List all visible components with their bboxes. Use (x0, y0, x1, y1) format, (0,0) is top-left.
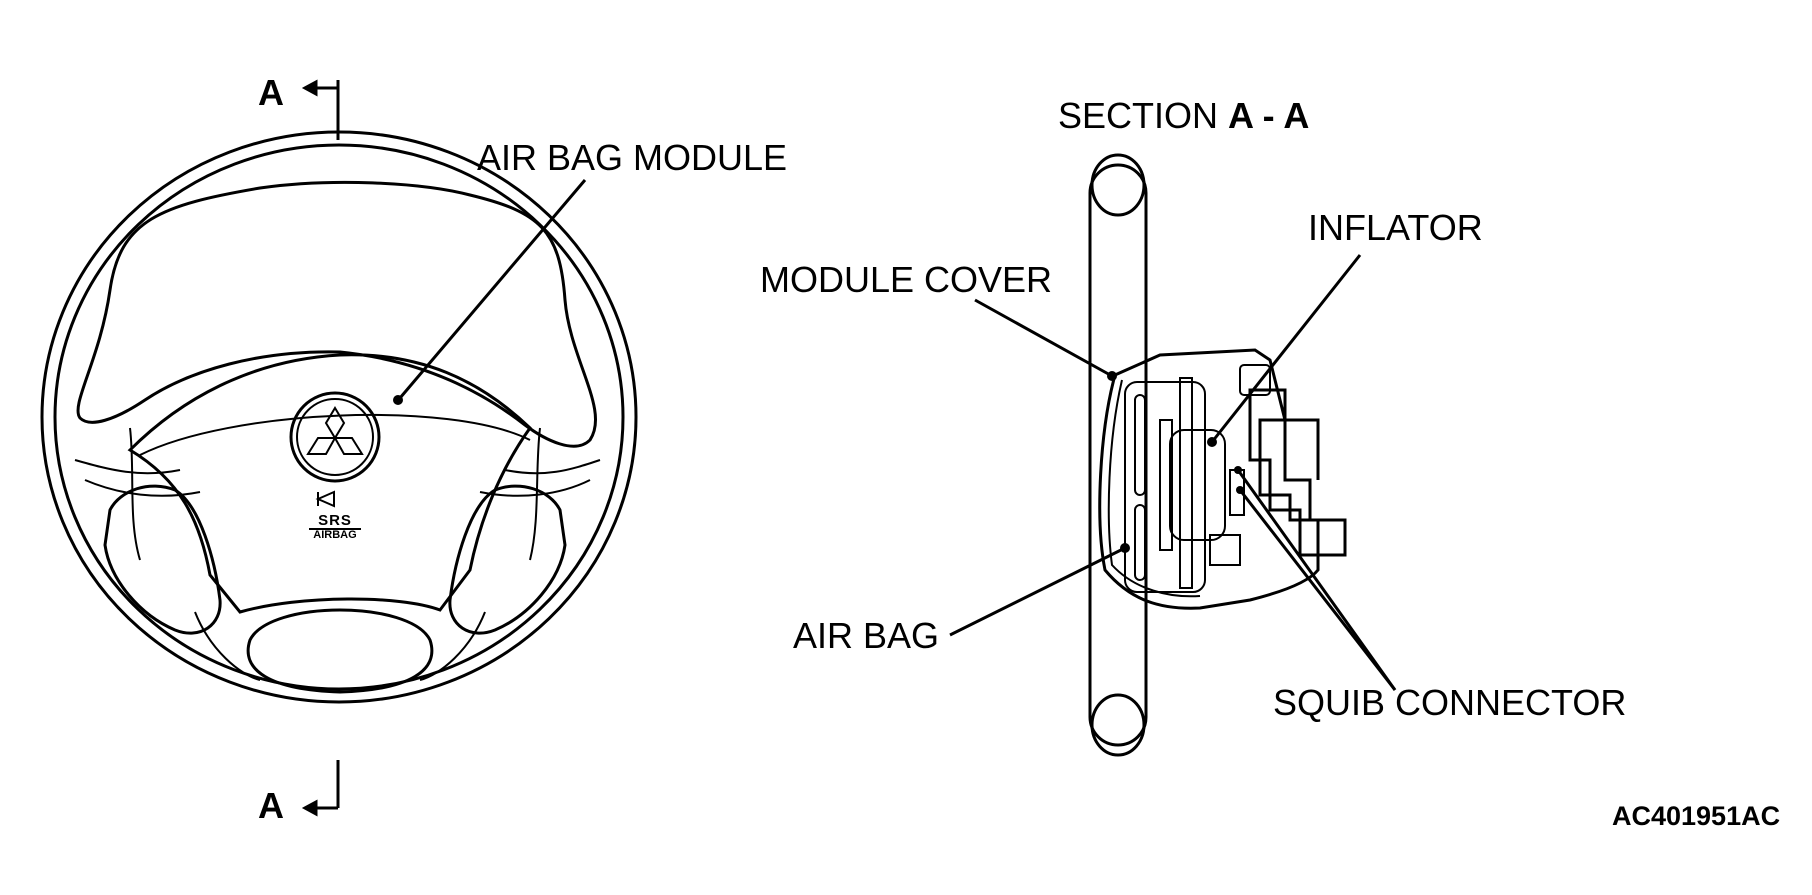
leader-squib-2 (1238, 489, 1397, 691)
leader-module-cover (974, 298, 1113, 378)
callout-squib-connector: SQUIB CONNECTOR (1273, 682, 1627, 723)
leader-squib-1 (1236, 469, 1397, 691)
section-marker-bottom: A (258, 785, 284, 826)
upper-opening (76, 180, 597, 448)
inflator-shape (1169, 429, 1226, 541)
callout-air-bag-module: AIR BAG MODULE (477, 137, 788, 178)
left-thumb-pocket (103, 484, 222, 635)
leader-airbag-module (398, 179, 587, 399)
srs-airbag-emblem: SRS AIRBAG (309, 513, 361, 541)
callout-inflator: INFLATOR (1308, 207, 1483, 248)
callout-air-bag: AIR BAG (793, 615, 940, 656)
section-title: SECTION A - A (1058, 98, 1309, 134)
rim-tube (1088, 163, 1148, 747)
wheel-rim-outer (40, 130, 638, 704)
leader-airbag (949, 546, 1126, 637)
airbag-fold (1124, 381, 1206, 593)
wheel-rim-inner (53, 143, 625, 691)
section-title-prefix: SECTION (1058, 95, 1229, 136)
section-marker-top: A (258, 72, 284, 113)
bottom-opening (246, 608, 434, 694)
figure-code: AC401951AC (1612, 801, 1781, 831)
mitsubishi-logo-icon (289, 391, 381, 483)
section-view (949, 153, 1397, 757)
leader-inflator (1210, 254, 1362, 443)
steering-wheel (40, 79, 638, 817)
airbag-text: AIRBAG (309, 528, 361, 541)
srs-text: SRS (318, 512, 352, 529)
right-thumb-pocket (448, 484, 567, 635)
horn-icon (315, 490, 335, 508)
section-title-label: A - A (1228, 95, 1310, 136)
callout-module-cover: MODULE COVER (760, 259, 1053, 300)
